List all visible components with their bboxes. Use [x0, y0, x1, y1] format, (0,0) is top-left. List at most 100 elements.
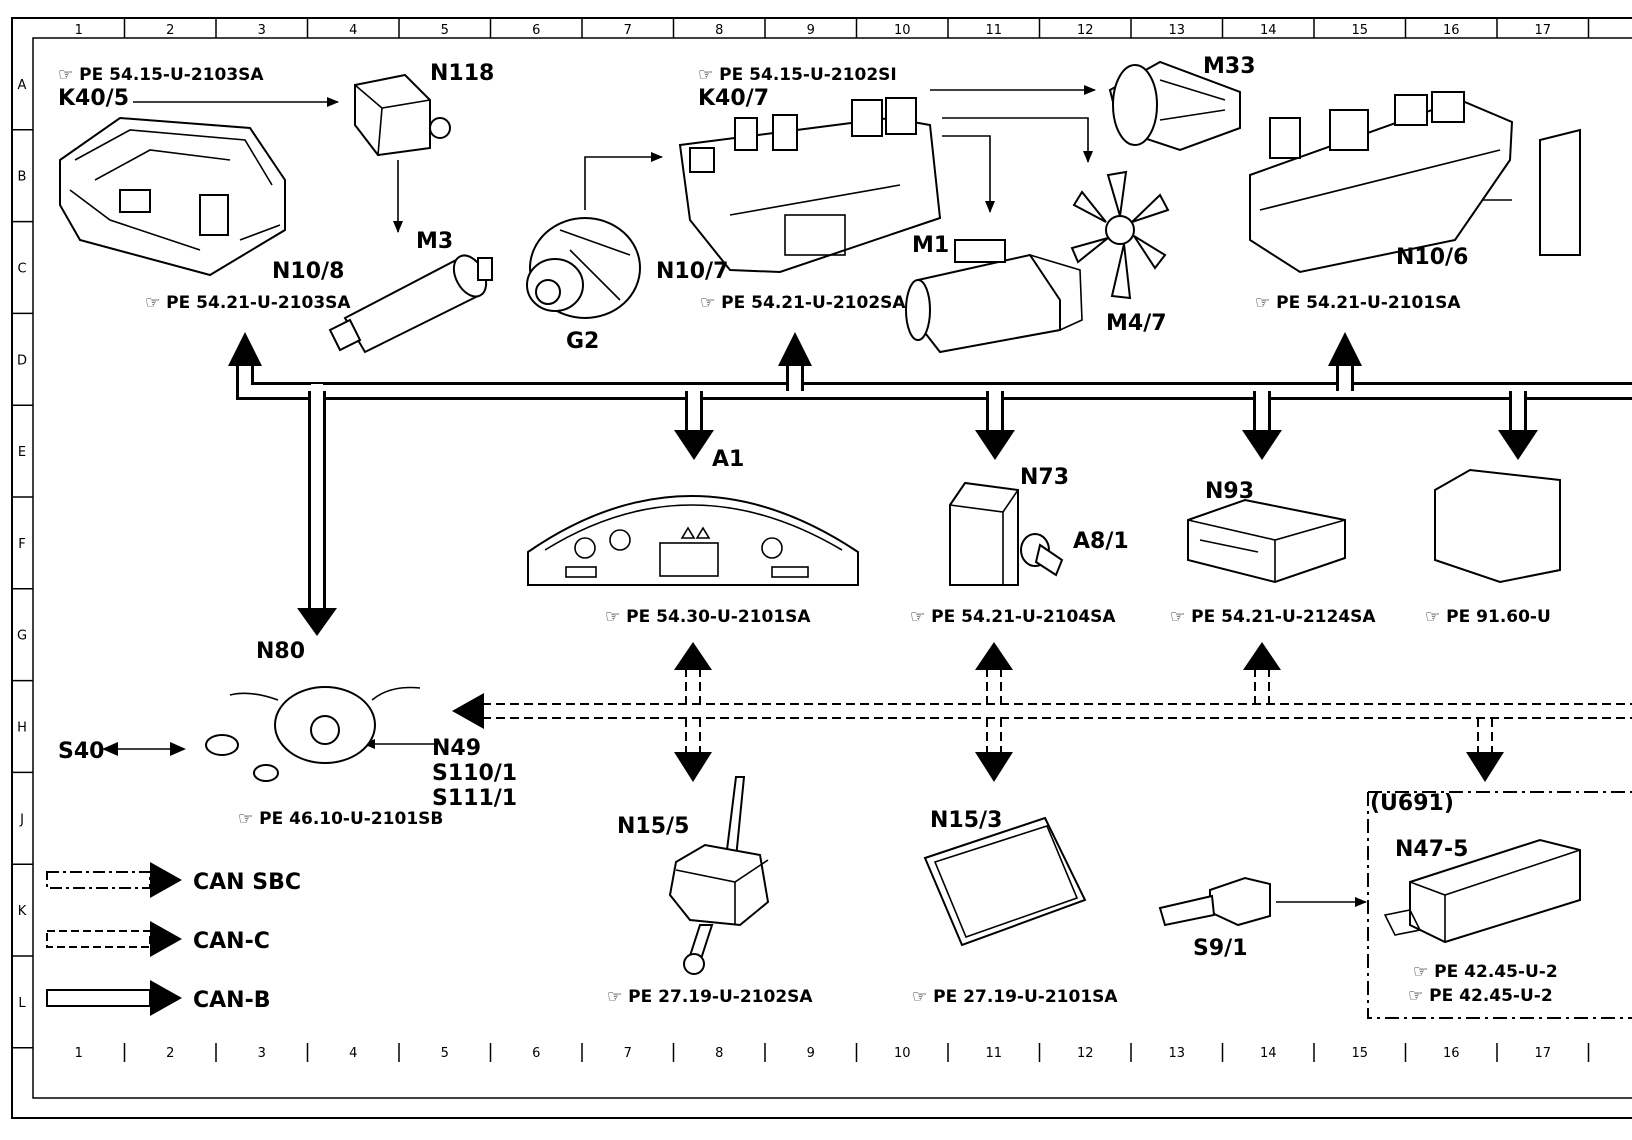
grid-col-1-bottom: 1 [75, 1046, 83, 1061]
grid-col-16-top: 16 [1443, 23, 1460, 38]
svg-text:☞ PE 46.10-U-2101SB: ☞ PE 46.10-U-2101SB [238, 809, 443, 829]
n73-ignition-switch-drawing [949, 481, 1064, 586]
signal-arrows [133, 85, 1512, 907]
u691-dashed-box [1367, 791, 1632, 1019]
grid-row-C: C [17, 262, 26, 277]
ref-right-g: ☞ PE 91.60-U [1425, 607, 1551, 627]
grid-row-D: D [17, 353, 27, 368]
grid-col-16-bottom: 16 [1443, 1046, 1460, 1061]
grid-col-5-bottom: 5 [441, 1046, 449, 1061]
label-s40: S40 [58, 739, 104, 764]
ref-n15-3-text: PE 27.19-U-2101SA [933, 987, 1118, 1007]
g2-alternator-drawing [526, 217, 641, 319]
label-n10-7: N10/7 [656, 259, 728, 284]
label-u691: (U691) [1370, 791, 1454, 816]
n80-steering-column-module-drawing [205, 686, 421, 782]
ref-n80-text: PE 46.10-U-2101SB [259, 809, 443, 829]
grid-col-1-top: 1 [75, 23, 83, 38]
grid-col-3-bottom: 3 [258, 1046, 266, 1061]
label-n47-5: N47-5 [1395, 837, 1468, 862]
ref-n93: ☞ PE 54.21-U-2124SA [1170, 607, 1376, 627]
right-edge-module-drawing [1434, 468, 1561, 584]
label-n73: N73 [1020, 465, 1069, 490]
ref-a1: ☞ PE 54.30-U-2101SA [605, 607, 811, 627]
svg-text:☞ PE 54.30-U-2101SA: ☞ PE 54.30-U-2101SA [605, 607, 811, 627]
label-s111-1: S111/1 [432, 786, 517, 811]
ref-n93-text: PE 54.21-U-2124SA [1191, 607, 1376, 627]
grid-col-4-bottom: 4 [349, 1046, 357, 1061]
grid-col-8-top: 8 [715, 23, 723, 38]
grid-col-3-top: 3 [258, 23, 266, 38]
ref-n73: ☞ PE 54.21-U-2104SA [910, 607, 1116, 627]
ref-k40-7: ☞ PE 54.15-U-2102SI [698, 65, 897, 85]
svg-text:☞ PE 54.15-U-2102SI: ☞ PE 54.15-U-2102SI [698, 65, 897, 85]
ref-k40-5-text: PE 54.15-U-2103SA [79, 65, 264, 85]
grid-row-L: L [18, 996, 26, 1011]
legend-can-sbc-label: CAN SBC [193, 870, 301, 895]
ref-n15-5-text: PE 27.19-U-2102SA [628, 987, 813, 1007]
label-m3: M3 [416, 229, 453, 254]
svg-text:☞ PE 54.21-U-2101SA: ☞ PE 54.21-U-2101SA [1255, 293, 1461, 313]
label-n15-3: N15/3 [930, 808, 1002, 833]
grid-col-2-bottom: 2 [166, 1046, 174, 1061]
label-s110-1: S110/1 [432, 761, 517, 786]
n93-module-drawing [1187, 498, 1346, 584]
label-s9-1: S9/1 [1193, 936, 1248, 961]
svg-text:☞ PE 54.21-U-2104SA: ☞ PE 54.21-U-2104SA [910, 607, 1116, 627]
svg-text:☞ PE 42.45-U-2: ☞ PE 42.45-U-2 [1408, 986, 1553, 1006]
label-n49: N49 [432, 736, 481, 761]
grid-row-A: A [18, 78, 27, 93]
grid-col-15-bottom: 15 [1351, 1046, 1368, 1061]
grid-row-K: K [18, 904, 27, 919]
grid-col-7-top: 7 [624, 23, 632, 38]
label-a8-1: A8/1 [1073, 529, 1129, 554]
ref-n80: ☞ PE 46.10-U-2101SB [238, 809, 443, 829]
grid-col-2-top: 2 [166, 23, 174, 38]
grid-col-12-top: 12 [1077, 23, 1094, 38]
grid-references: 1122334455667788991010111112121313141415… [12, 18, 1590, 1062]
grid-col-17-bottom: 17 [1534, 1046, 1551, 1061]
ref-n10-6: ☞ PE 54.21-U-2101SA [1255, 293, 1461, 313]
s9-1-switch-drawing [1158, 876, 1271, 927]
label-m1: M1 [912, 233, 949, 258]
grid-row-J: J [19, 812, 24, 827]
n10-8-relay-module-drawing [59, 116, 286, 277]
ref-n10-6-text: PE 54.21-U-2101SA [1276, 293, 1461, 313]
grid-col-11-bottom: 11 [985, 1046, 1002, 1061]
can-c-bus-lines [482, 668, 1632, 752]
svg-text:☞ PE 54.21-U-2102SA: ☞ PE 54.21-U-2102SA [700, 293, 906, 313]
svg-text:☞ PE 54.21-U-2103SA: ☞ PE 54.21-U-2103SA [145, 293, 351, 313]
ref-right-g-text: PE 91.60-U [1446, 607, 1551, 627]
m1-starter-drawing [905, 239, 1083, 354]
grid-col-8-bottom: 8 [715, 1046, 723, 1061]
grid-col-9-bottom: 9 [807, 1046, 815, 1061]
right-edge-component-drawing [1539, 128, 1581, 256]
grid-col-9-top: 9 [807, 23, 815, 38]
label-k40-5: K40/5 [58, 86, 129, 111]
grid-col-15-top: 15 [1351, 23, 1368, 38]
label-n15-5: N15/5 [617, 814, 689, 839]
grid-col-7-bottom: 7 [624, 1046, 632, 1061]
ref-n73-text: PE 54.21-U-2104SA [931, 607, 1116, 627]
can-c-arrowheads [452, 642, 1504, 782]
ref-n47-5-b-text: PE 42.45-U-2 [1429, 986, 1553, 1006]
m3-fuel-pump-drawing [328, 254, 493, 354]
ref-n10-8-text: PE 54.21-U-2103SA [166, 293, 351, 313]
n118-fuel-pump-module-drawing [354, 73, 451, 157]
grid-col-10-top: 10 [894, 23, 911, 38]
label-n80: N80 [256, 639, 305, 664]
legend-can-c-arrow [46, 921, 182, 957]
grid-col-11-top: 11 [985, 23, 1002, 38]
grid-col-10-bottom: 10 [894, 1046, 911, 1061]
ref-n47-5-a-text: PE 42.45-U-2 [1434, 962, 1558, 982]
label-m4-7: M4/7 [1106, 311, 1167, 336]
legend-can-b-arrow [46, 980, 182, 1016]
s40-double-arrow [102, 742, 186, 756]
n10-6-sam-drawing [1249, 91, 1514, 274]
n47-5-module-drawing [1383, 838, 1581, 944]
label-k40-7: K40/7 [698, 86, 769, 111]
legend-can-sbc-arrow [46, 862, 182, 898]
ref-n10-7-text: PE 54.21-U-2102SA [721, 293, 906, 313]
ref-n10-7: ☞ PE 54.21-U-2102SA [700, 293, 906, 313]
